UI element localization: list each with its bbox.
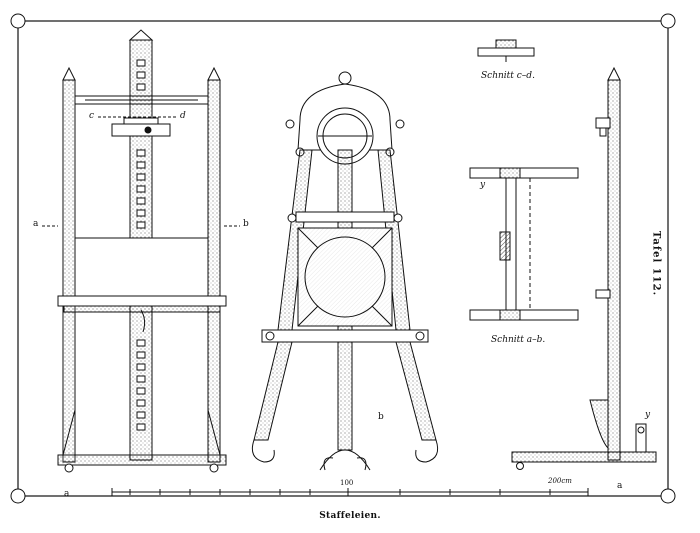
section-ab-title: Schnitt a–b. xyxy=(491,335,546,345)
scale-bar xyxy=(111,488,589,496)
section-ab-drawing xyxy=(469,167,579,321)
center-label-b: b xyxy=(378,412,384,422)
scale-mark-mid: 100 xyxy=(340,479,354,487)
scale-mark-unit: 200cm xyxy=(548,477,572,485)
front-label-c: c xyxy=(89,111,95,121)
front-view-easel xyxy=(42,29,240,473)
side-label-y: y xyxy=(645,410,651,420)
center-view-easel xyxy=(251,71,439,471)
plate-border xyxy=(10,13,676,504)
section-cd-title: Schnitt c–d. xyxy=(481,71,535,81)
section-cd-drawing xyxy=(477,39,535,62)
front-label-a-bottom: a xyxy=(64,489,70,499)
side-view-easel xyxy=(511,66,657,470)
front-label-d: d xyxy=(180,111,186,121)
plate-number-label: Tafel 112. xyxy=(650,230,662,297)
front-label-a-left: a xyxy=(33,219,39,229)
side-label-a-bottom: a xyxy=(617,481,623,491)
section-ab-label-y: y xyxy=(480,180,486,190)
plate-caption: Staffeleien. xyxy=(319,511,381,521)
front-label-b-right: b xyxy=(243,219,249,229)
